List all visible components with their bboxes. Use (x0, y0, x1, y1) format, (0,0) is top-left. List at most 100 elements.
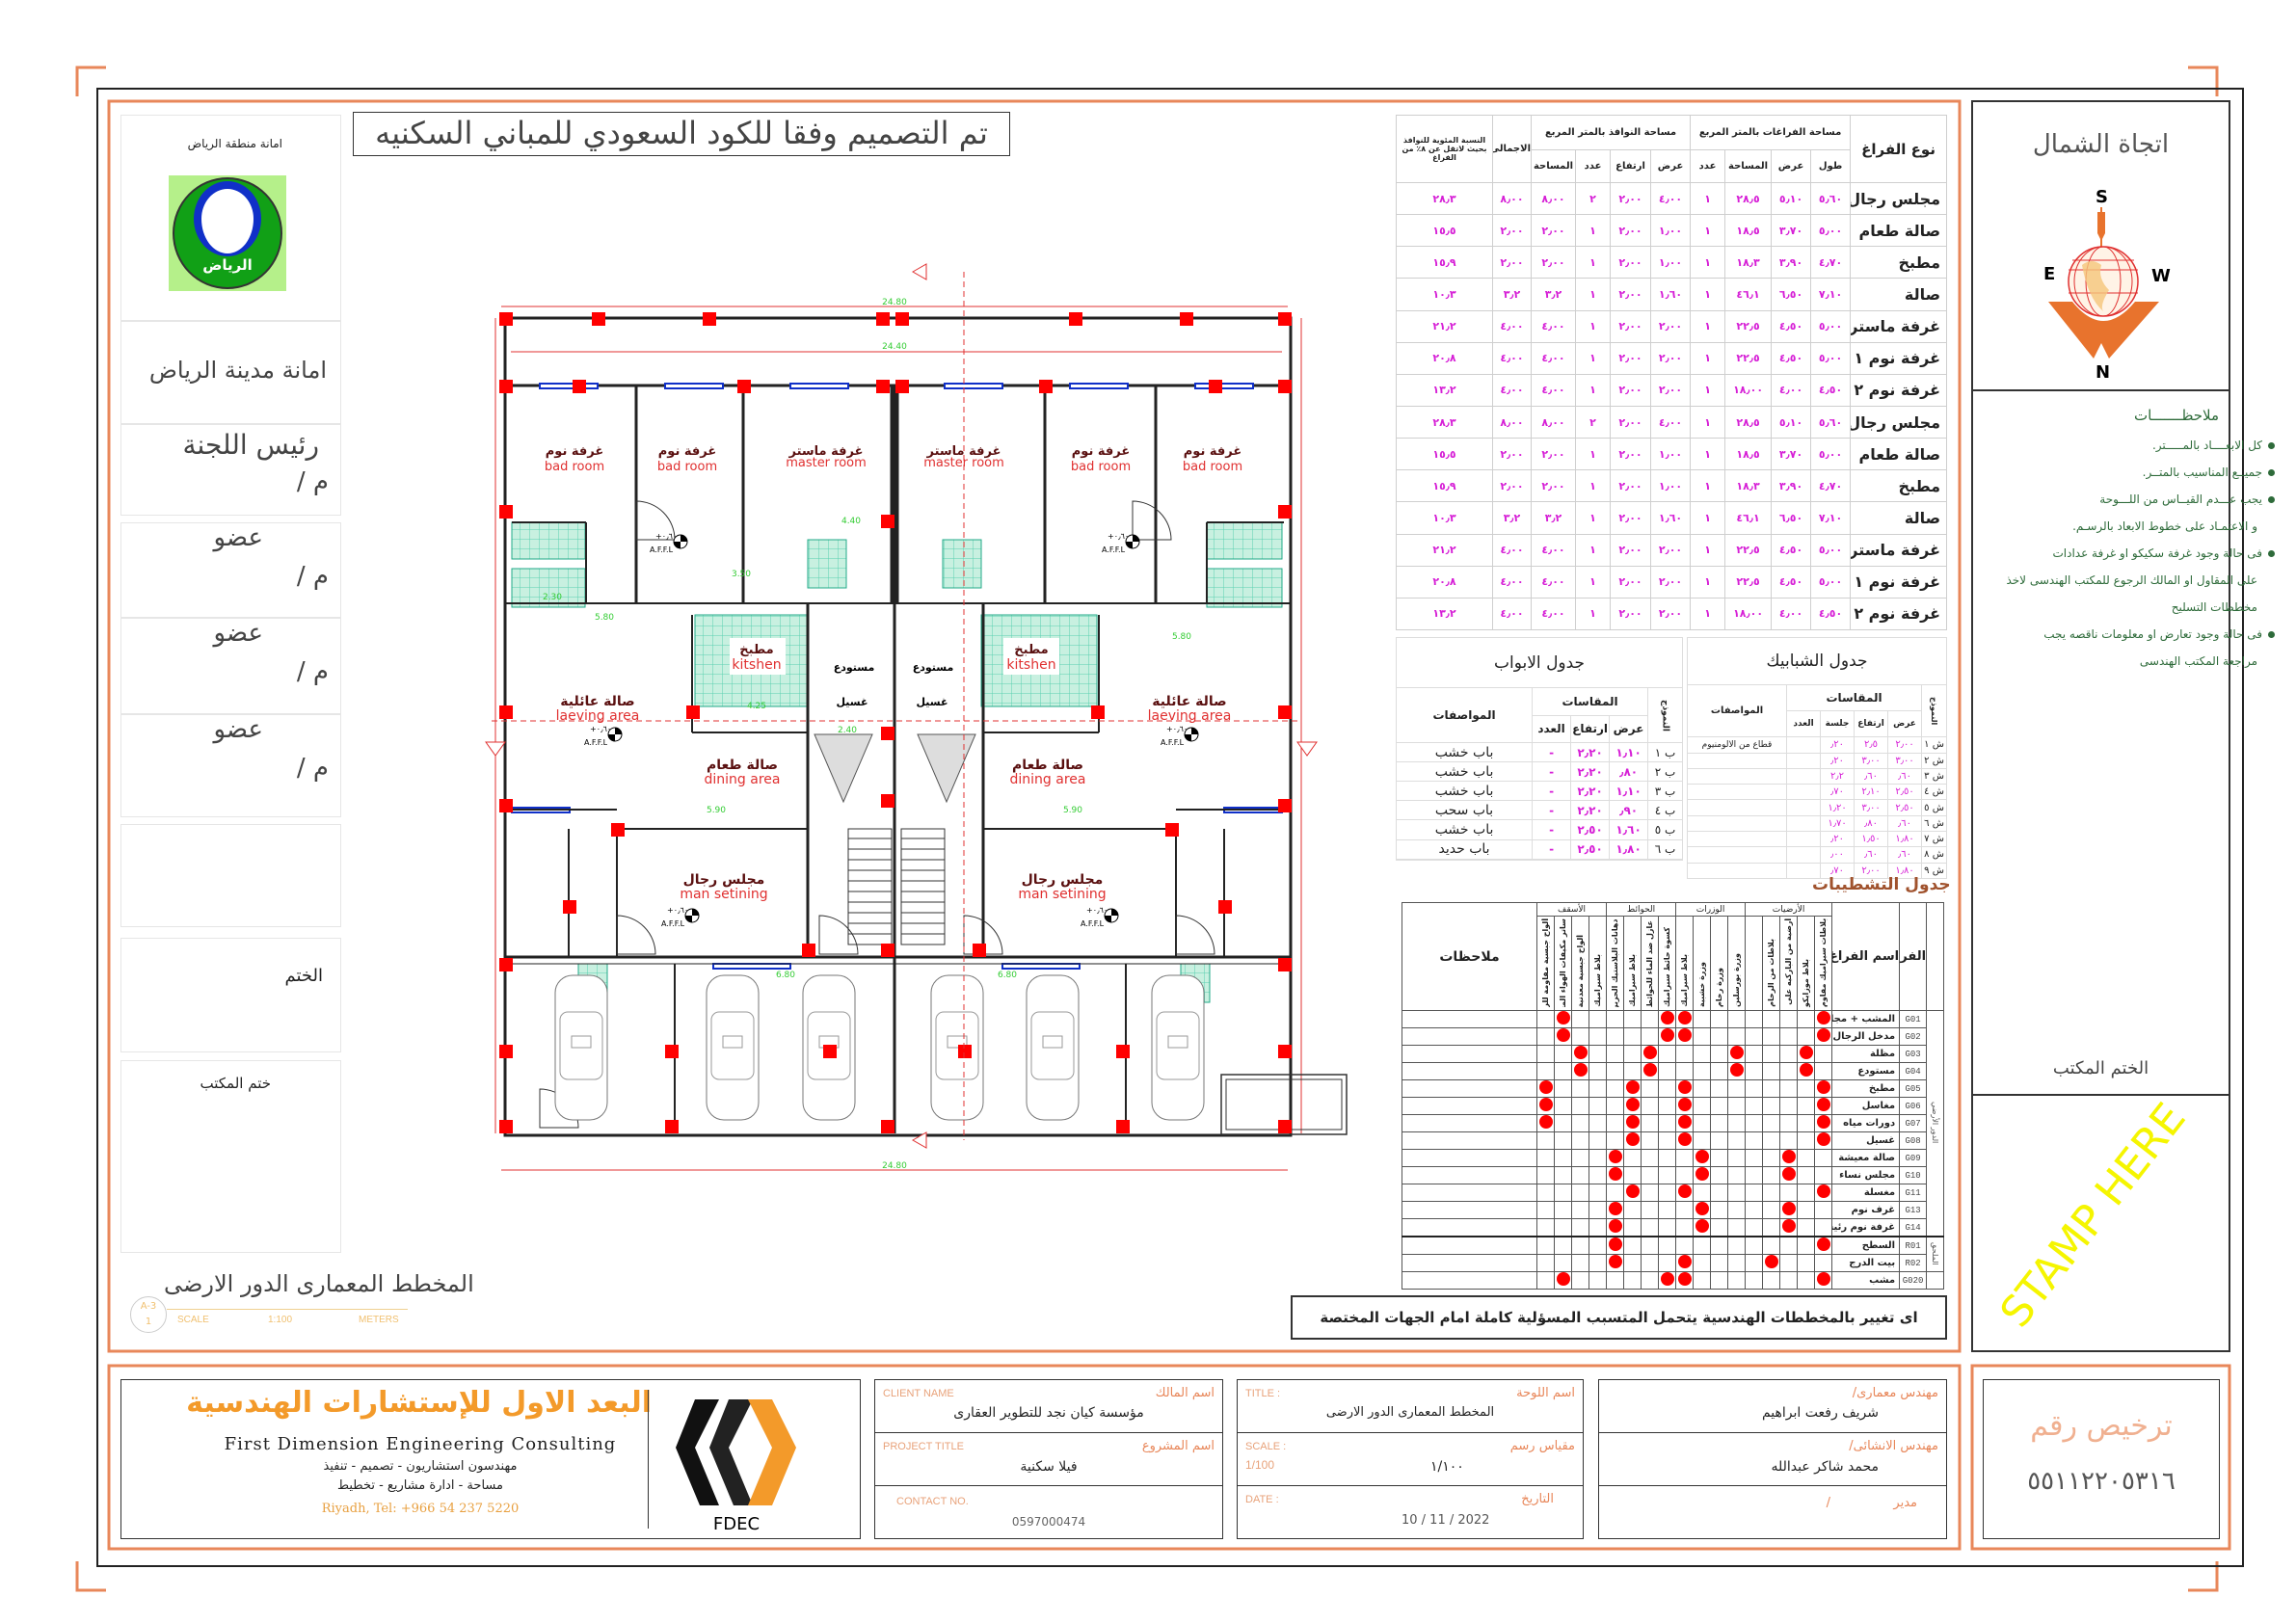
finish-cell (1814, 1218, 1833, 1237)
spec-cell (1686, 846, 1788, 864)
finish-cell (1797, 1218, 1816, 1237)
committee-head-label: رئيس اللجنة (182, 429, 319, 461)
finish-cell (1623, 1114, 1642, 1132)
floor-side-label: الملحق (1926, 1236, 1945, 1272)
count-cell (1786, 799, 1822, 816)
finish-applied-marker (1816, 1184, 1830, 1198)
finish-cell (1641, 1097, 1660, 1115)
space-name-cell: السطح (1831, 1236, 1901, 1255)
finish-cell (1589, 1062, 1608, 1080)
value-cell: ٤٫٠٠ (1492, 373, 1532, 407)
value-cell: ٢٫٠٠ (1492, 246, 1532, 279)
finish-column-header: وزرة رخام (1710, 916, 1729, 1011)
finish-cell (1606, 1045, 1625, 1063)
value-cell: ١٫٠٠ (1650, 214, 1692, 248)
finish-cell (1710, 1097, 1729, 1115)
finish-cell (1814, 1114, 1833, 1132)
note-item: كل الابعــــاد بالمـــــتر. (2152, 439, 2275, 452)
space-code-cell: R01 (1899, 1236, 1928, 1255)
space-code-cell: G13 (1899, 1201, 1928, 1219)
finish-cell (1779, 1149, 1799, 1167)
dimension-label: 5.80 (1172, 632, 1191, 642)
bullet-icon (2268, 496, 2275, 503)
finish-applied-marker (1781, 1150, 1796, 1163)
value-cell: ٣٫٢ (1530, 278, 1577, 311)
height-cell: ٣٫٠٠ (1854, 799, 1889, 816)
notes-cell (1402, 1131, 1537, 1150)
finish-cell (1797, 1079, 1816, 1098)
structural-column (499, 799, 513, 812)
value-cell: ١٨٫٣ (1724, 469, 1773, 503)
value-cell: ٢٨٫٣ (1396, 405, 1493, 439)
count-cell (1786, 814, 1822, 833)
model-cell: ب ٢ (1647, 761, 1684, 783)
notes-cell (1402, 1097, 1537, 1115)
room-label-ar: غرفة نوم (1184, 444, 1241, 459)
finish-applied-marker (1608, 1150, 1622, 1163)
space-code-cell: G06 (1899, 1097, 1928, 1115)
col-window-height: ارتفاع (1610, 149, 1652, 183)
value-cell: ١ (1575, 501, 1612, 535)
value-cell: ٥٫٠٠ (1810, 438, 1852, 471)
value-cell: ٤٫٠٠ (1771, 597, 1812, 631)
storage-label: مستودع (913, 661, 954, 674)
col-height: ارتفاع (1570, 714, 1611, 743)
compass-west-label: W (2151, 266, 2171, 286)
col-count: العدد (1786, 710, 1822, 738)
finish-column-header: أرضية من الباركيه على خرسانة (1779, 916, 1799, 1011)
value-cell: ٥٫٠٠ (1810, 341, 1852, 375)
height-cell: ٢٫٢٠ (1570, 781, 1611, 802)
finish-applied-marker (1625, 1080, 1640, 1094)
structural-column (1165, 823, 1179, 837)
finish-cell (1745, 1254, 1764, 1272)
finish-cell (1762, 1149, 1781, 1167)
width-cell: ٫٦٠ (1887, 846, 1923, 864)
signature-field: م / (296, 562, 329, 591)
logo-text: الرياض (202, 256, 253, 274)
width-cell: ١٫٦٠ (1609, 819, 1649, 840)
sill-cell: ١٫٢٠ (1820, 799, 1855, 816)
spec-cell (1686, 862, 1788, 880)
space-name-cell: مطبخ (1850, 469, 1948, 503)
finish-cell (1641, 1010, 1660, 1028)
value-cell: ٥٫٠٠ (1810, 309, 1852, 343)
finish-cell (1641, 1184, 1660, 1202)
finish-cell (1762, 1184, 1781, 1202)
finish-cell (1535, 1166, 1556, 1184)
manager-label: مدير (1893, 1496, 1917, 1510)
finish-cell (1675, 1218, 1695, 1237)
structural-column (592, 312, 605, 326)
note-item: مخططات التسليح (2172, 600, 2257, 614)
tiled-wet-area (511, 521, 586, 560)
finish-column-header: بلاط سيراميك (1589, 916, 1608, 1011)
space-name-cell: غرفة ماستر (1850, 533, 1948, 567)
structural-column (665, 1045, 679, 1058)
height-cell: ٢٫١٠ (1854, 784, 1889, 801)
structural-column (881, 794, 894, 808)
count-cell: - (1532, 761, 1572, 783)
value-cell: ١٨٫٣ (1724, 246, 1773, 279)
value-cell: ٢٠٫٨ (1396, 565, 1493, 599)
note-text: مخططات التسليح (2171, 600, 2257, 614)
value-cell: ١٠٫٣ (1396, 501, 1493, 535)
model-cell: ش ٤ (1921, 784, 1948, 801)
structural-column (973, 944, 986, 957)
finish-cell (1727, 1131, 1747, 1150)
finish-cell (1554, 1166, 1573, 1184)
finish-applied-marker (1642, 1046, 1657, 1059)
room-label-ar: غرفة ماستر (788, 444, 864, 459)
finish-cell (1745, 1218, 1764, 1237)
note-item: جميــع المناسيب بالمتــر. (2143, 466, 2275, 479)
value-cell: ١ (1575, 373, 1612, 407)
finish-cell (1745, 1149, 1764, 1167)
value-cell: ٥٫٠٠ (1810, 214, 1852, 248)
finish-cell (1762, 1079, 1781, 1098)
dimension-label: 6.80 (776, 971, 795, 980)
finish-cell (1535, 1079, 1556, 1098)
sill-cell: ٫٢٠ (1820, 831, 1855, 848)
room-label-en: laeving area (556, 708, 640, 724)
structural-column (1278, 312, 1292, 326)
